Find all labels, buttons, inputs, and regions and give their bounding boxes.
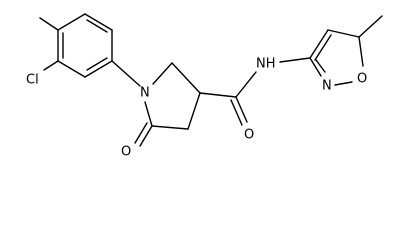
aryl-ring — [57, 13, 113, 78]
molecule-structure: Cl N O O NH N O — [26, 13, 383, 160]
chlorine-label: Cl — [26, 73, 39, 88]
bond-aryl-methyl — [39, 17, 59, 31]
bond-c4-c5 — [151, 125, 189, 130]
bond-c5-o-iso — [358, 36, 364, 67]
bond-c4-c5-iso — [327, 29, 360, 38]
bond-c2-c3 — [171, 62, 201, 94]
bond-aryl-1 — [84, 13, 113, 31]
amide-nh-label: NH — [256, 57, 276, 72]
bond-amide-o-1 — [235, 96, 248, 123]
bond-isoxazole-methyl — [358, 15, 383, 38]
bond-carbonyl-1 — [139, 125, 153, 147]
bond-o-n-iso — [334, 81, 353, 86]
bond-aryl-double-2 — [86, 57, 108, 71]
bond-c5-n — [144, 101, 153, 127]
isoxazole-ring — [309, 29, 364, 86]
bond-carbonyl-2 — [134, 122, 148, 144]
ring-nitrogen-label: N — [140, 86, 150, 101]
bond-c3-c4-iso-double — [314, 34, 332, 61]
bond-amide-o-2 — [230, 99, 243, 126]
amide-oxygen-label: O — [244, 128, 254, 143]
isoxazole-oxygen-label: O — [357, 72, 367, 87]
bond-aryl-4 — [57, 60, 86, 78]
bond-aryl-cl — [43, 60, 59, 71]
carbonyl-oxygen-label: O — [121, 145, 131, 160]
bond-c3-c4-iso — [309, 29, 329, 59]
bond-amide-nh — [235, 71, 257, 98]
bond-c3-c4 — [187, 92, 201, 130]
bond-n-c3-iso — [309, 57, 322, 77]
bond-aryl-n — [111, 60, 141, 87]
bond-n-c3-iso-double — [315, 59, 326, 73]
bond-c3-amide — [199, 92, 237, 98]
bond-aryl-3 — [84, 60, 113, 78]
bond-nh-isoxazole — [279, 57, 311, 63]
isoxazole-nitrogen-label: N — [322, 79, 332, 94]
bond-n-c2 — [152, 62, 173, 85]
pyrrolidinone-ring — [144, 62, 201, 130]
bond-aryl-6 — [57, 13, 86, 31]
bond-aryl-double-1 — [86, 19, 108, 33]
